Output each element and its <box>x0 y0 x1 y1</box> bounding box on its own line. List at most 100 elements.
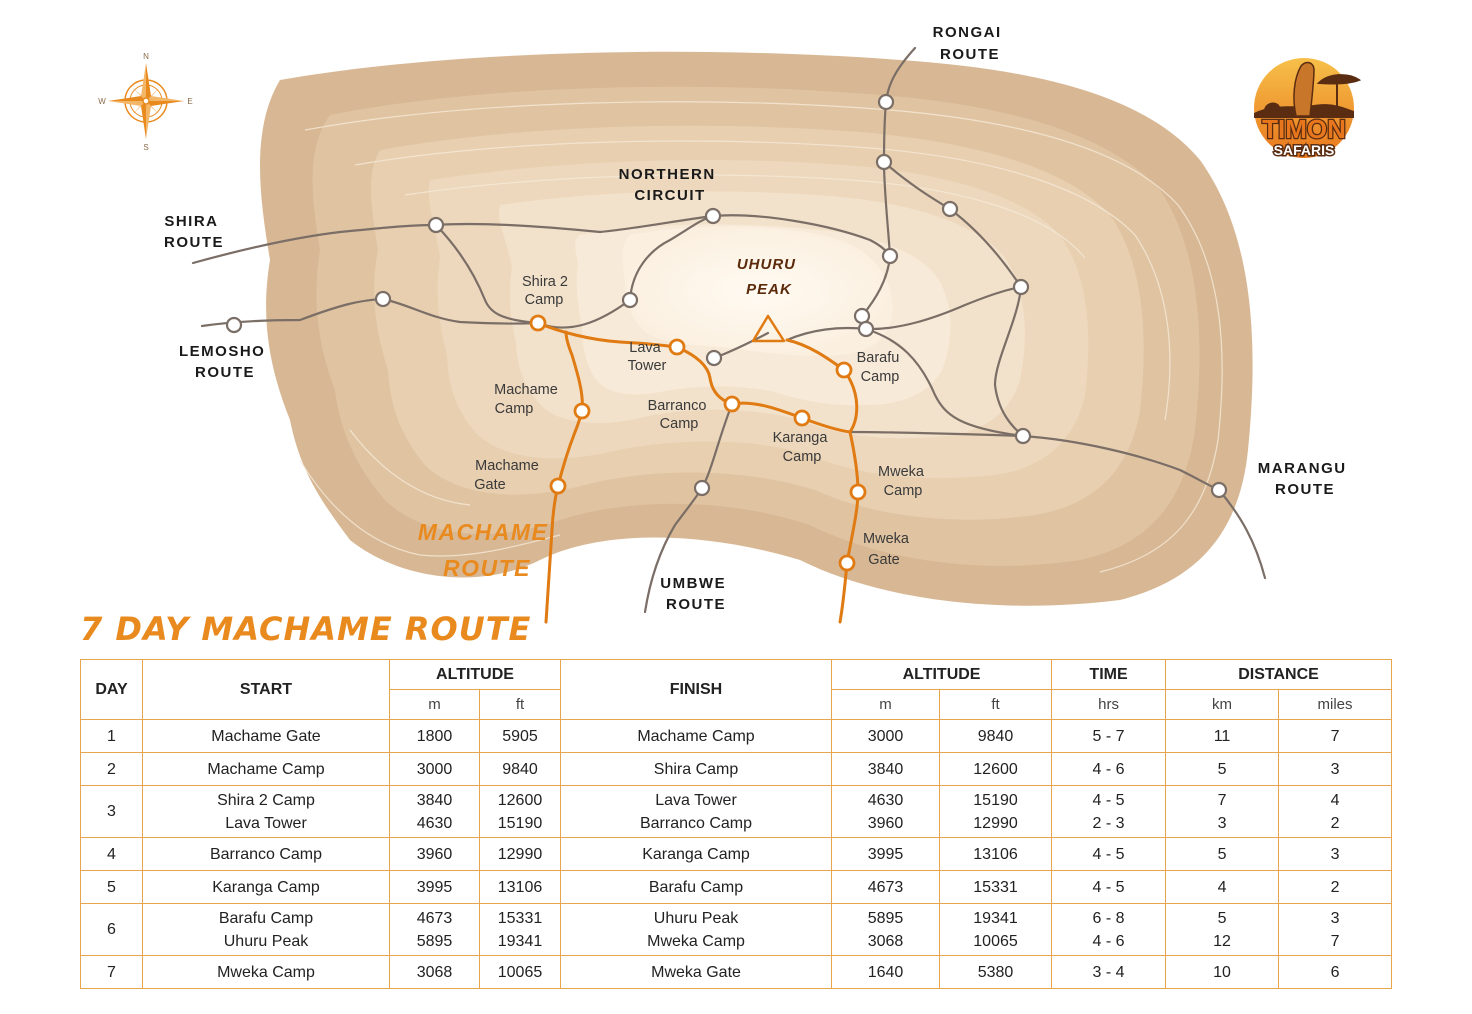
logo-subtitle: SAFARIS <box>1274 142 1335 158</box>
cell-line: 2 <box>1330 814 1340 832</box>
cell-day: 7 <box>80 955 143 989</box>
camp-marker-karanga <box>793 409 811 427</box>
peak-area <box>622 226 893 356</box>
lava-tower-label: Lava Tower <box>628 340 667 374</box>
contour-line <box>304 101 1223 573</box>
uhuru-peak-marker <box>751 314 786 343</box>
cell-line: 3 <box>1217 814 1227 832</box>
cell-line: 3995 <box>867 845 904 863</box>
cell-line: 4 - 5 <box>1092 878 1125 896</box>
cell-line: 5 - 7 <box>1092 727 1125 745</box>
cell-miles: 7 <box>1278 719 1393 753</box>
waypoint <box>427 216 445 234</box>
machame-route-label: MACHAME ROUTE <box>418 519 557 581</box>
cell-line: Uhuru Peak <box>223 932 309 950</box>
cell-line: 4 - 5 <box>1092 845 1125 863</box>
waypoint <box>877 93 895 111</box>
cell-finish-ft: 5380 <box>939 955 1053 989</box>
cell-line: 19341 <box>973 909 1018 927</box>
col-finish: FINISH <box>560 659 833 720</box>
cell-start-m: 3995 <box>389 870 480 904</box>
kilimanjaro-route-map: RONGAI ROUTE NORTHERN CIRCUIT SHIRA ROUT… <box>98 24 1362 624</box>
shira-trail <box>191 223 540 325</box>
cell-finish: Mweka Gate <box>560 955 833 989</box>
col-hrs: hrs <box>1051 689 1167 720</box>
cell-start-ft: 12990 <box>478 837 562 871</box>
waypoint <box>225 316 243 334</box>
cell-line: Barafu Camp <box>648 878 744 896</box>
cell-finish-m: 3000 <box>831 719 941 753</box>
cell-line: 10 <box>1213 963 1231 981</box>
umbwe-trail <box>643 402 734 614</box>
cell-start-m: 3000 <box>389 752 480 786</box>
cell-line: 5380 <box>977 963 1014 981</box>
waypoint <box>704 207 722 225</box>
cell-day: 2 <box>80 752 143 786</box>
route-descent <box>838 430 860 624</box>
northern-upper-trail <box>434 214 715 234</box>
cell-line: 3960 <box>416 845 453 863</box>
cell-finish: Machame Camp <box>560 719 833 753</box>
cell-line: 10065 <box>497 963 543 981</box>
cell-line: 4630 <box>867 791 904 809</box>
cell-line: Karanga Camp <box>212 878 320 896</box>
shira-route-label: SHIRA ROUTE <box>164 213 224 251</box>
cell-line: 3840 <box>416 791 453 809</box>
cell-line: 3 <box>1330 909 1340 927</box>
cell-line: 5 <box>1217 909 1227 927</box>
cell-line: 15331 <box>973 878 1018 896</box>
contour-lines <box>299 101 1223 573</box>
cell-line: 1800 <box>416 727 453 745</box>
contour-line <box>349 429 471 506</box>
cell-line: 7 <box>1330 932 1340 950</box>
waypoint <box>374 290 392 308</box>
camp-marker-machame-gate <box>549 477 567 495</box>
cell-line: 7 <box>1330 727 1340 745</box>
cell-line: Mweka Camp <box>217 963 315 981</box>
col-start-ft: ft <box>478 689 562 720</box>
col-finish-altitude: ALTITUDE <box>831 659 1053 690</box>
cell-line: 4 - 6 <box>1092 932 1125 950</box>
cell-time: 4 - 6 <box>1051 752 1167 786</box>
cell-line: 12600 <box>973 760 1018 778</box>
cell-time: 4 - 5 <box>1051 837 1167 871</box>
cell-line: 5895 <box>416 932 453 950</box>
compass-e: E <box>187 97 192 106</box>
contour-line <box>354 140 1171 421</box>
cell-line: 3068 <box>867 932 904 950</box>
cell-start-ft: 5905 <box>478 719 562 753</box>
trail-waypoints <box>225 93 1228 499</box>
cell-finish-m: 3995 <box>831 837 941 871</box>
terrain <box>260 51 1253 606</box>
camp-marker-lava-tower <box>668 338 686 356</box>
cell-line: 5 <box>1217 760 1227 778</box>
rongai-label: RONGAI ROUTE <box>933 24 1008 63</box>
cell-line: 3840 <box>867 760 904 778</box>
cell-day: 3 <box>80 785 143 838</box>
compass-rose-icon: N S E W <box>98 52 192 152</box>
cell-line: Mweka Gate <box>651 963 741 981</box>
cell-line: Lava Tower <box>655 791 737 809</box>
cell-line: 2 <box>1330 878 1340 896</box>
cell-line: 7 <box>1217 791 1227 809</box>
cell-line: 6 <box>1330 963 1340 981</box>
cell-line: 12990 <box>497 845 543 863</box>
waypoint <box>705 349 723 367</box>
cell-line: Barafu Camp <box>218 909 314 927</box>
col-time: TIME <box>1051 659 1167 690</box>
cell-miles: 3 <box>1278 837 1393 871</box>
cell-finish-ft: 9840 <box>939 719 1053 753</box>
camp-marker-machame-camp <box>573 402 591 420</box>
compass-n: N <box>143 52 149 61</box>
waypoint <box>1014 427 1032 445</box>
